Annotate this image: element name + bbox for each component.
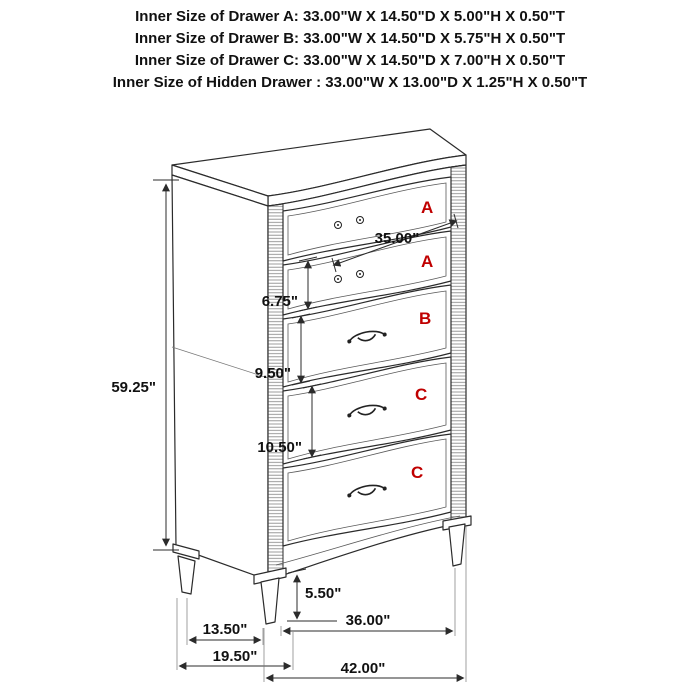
back-left-leg-cap <box>172 543 200 560</box>
apron-detail-line <box>275 515 461 566</box>
front-left-leg-cap <box>253 567 287 585</box>
drawer-c2-front <box>282 433 452 547</box>
front-left-leg <box>253 567 287 625</box>
back-left-leg <box>172 543 200 595</box>
dim-overall-height-label: 59.25" <box>111 379 156 396</box>
dim-top-width-arrow <box>332 219 458 267</box>
drawer-c2-letter: C <box>411 463 423 482</box>
spec-line-drawer-a: Inner Size of Drawer A: 33.00"W X 14.50"… <box>135 8 565 25</box>
drawer-b-border <box>287 290 447 383</box>
dim-drawer-a-height: 6.75" <box>262 256 318 312</box>
drawer-c1 <box>282 356 452 465</box>
drawer-b <box>282 284 452 388</box>
dim-overall-height: 59.25" <box>111 179 179 551</box>
dim-overall-depth: 19.50" <box>176 598 294 670</box>
drawer-a1-knob-left <box>334 221 342 229</box>
spec-line-drawer-b: Inner Size of Drawer B: 33.00"W X 14.50"… <box>134 30 566 47</box>
back-left-leg-post <box>177 555 196 595</box>
drawer-a2-knob-left <box>334 275 342 283</box>
dim-front-leg-span: 36.00" <box>280 568 456 636</box>
dim-side-leg-span: 13.50" <box>186 598 264 645</box>
dim-drawer-a-tick-top <box>298 256 318 262</box>
dim-leg-height: 5.50" <box>287 568 341 622</box>
spec-line-drawer-c: Inner Size of Drawer C: 33.00"W X 14.50"… <box>134 52 566 69</box>
dim-width-label: 42.00" <box>341 660 386 677</box>
left-pilaster <box>267 203 284 581</box>
right-pilaster <box>450 164 467 526</box>
dimensions: 59.25" 35.00" 6.75" 9.50" <box>111 179 467 682</box>
drawer-a1-letter: A <box>421 198 433 217</box>
dim-leg-tick-top <box>287 568 307 574</box>
drawer-a2-letter: A <box>421 252 433 271</box>
front-left-leg-post <box>260 577 280 625</box>
drawer-b-letter: B <box>419 309 431 328</box>
dim-top-width: 35.00" <box>331 213 459 273</box>
spec-line-hidden-drawer: Inner Size of Hidden Drawer : 33.00"W X … <box>112 74 588 91</box>
drawer-b-front <box>282 284 452 388</box>
drawer-inner-size-specs: Inner Size of Drawer A: 33.00"W X 14.50"… <box>0 6 700 94</box>
dim-front-span-label: 36.00" <box>346 612 391 629</box>
drawer-c2-border <box>287 438 447 542</box>
chest-drawing <box>171 128 472 625</box>
drawer-c2 <box>282 433 452 547</box>
drawer-a1-knob-right <box>356 216 364 224</box>
chest-side-panel <box>171 174 269 581</box>
front-right-leg <box>442 515 472 567</box>
dim-drawer-b-label: 9.50" <box>255 365 291 382</box>
dim-drawer-c-height: 10.50" <box>257 383 322 460</box>
dim-leg-label: 5.50" <box>305 585 341 602</box>
chest-side-seam-line <box>171 346 269 379</box>
drawer-c1-border <box>287 362 447 460</box>
dim-drawer-b-height: 9.50" <box>255 313 311 386</box>
dim-depth-label: 19.50" <box>213 648 258 665</box>
drawer-c1-front <box>282 356 452 465</box>
drawer-c1-letter: C <box>415 385 427 404</box>
drawer-a2-knob-right <box>356 270 364 278</box>
drawer-letters: A A B C C <box>411 198 433 482</box>
dim-top-width-label: 35.00" <box>375 230 420 247</box>
dim-drawer-a-label: 6.75" <box>262 293 298 310</box>
front-right-leg-post <box>448 523 466 567</box>
dim-overall-width: 42.00" <box>263 526 467 682</box>
dim-drawer-c-label: 10.50" <box>257 439 302 456</box>
dim-side-span-label: 13.50" <box>203 621 248 638</box>
